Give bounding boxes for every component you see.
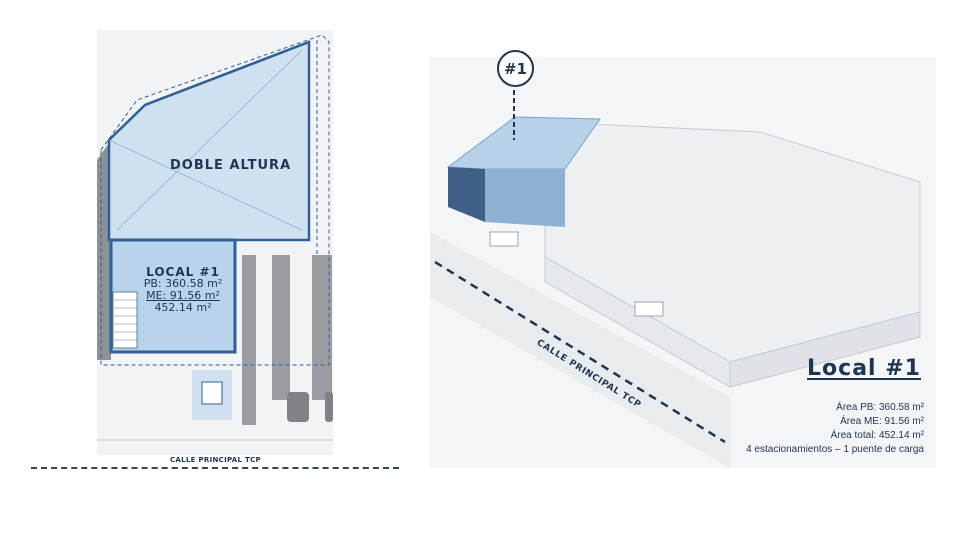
spec-area-total: Área total: 452.14 m² [830,430,924,441]
isometric-view [430,57,936,468]
floor-plan-unit-info: LOCAL #1 PB: 360.58 m² ME: 91.56 m² 452.… [120,266,246,314]
double-height-label: DOBLE ALTURA [170,158,292,173]
floor-plan-unit-title: LOCAL #1 [146,265,220,279]
floor-plan [97,30,333,455]
street-dashed-line [31,467,399,469]
unit-specs: Área PB: 360.58 m² Área ME: 91.56 m² Áre… [746,401,924,457]
unit-title: Local #1 [807,356,921,381]
floor-plan-area-pb: PB: 360.58 m² [143,277,223,290]
unit-badge: #1 [497,50,534,87]
isometric-drawing [430,57,936,468]
floor-plan-area-total: 452.14 m² [154,301,212,314]
floor-plan-street-label: CALLE PRINCIPAL TCP [170,456,261,464]
spec-parking: 4 estacionamientos – 1 puente de carga [746,444,924,455]
spec-area-pb: Área PB: 360.58 m² [836,402,924,413]
floor-plan-drawing [97,30,333,455]
spec-area-me: Área ME: 91.56 m² [840,416,924,427]
floor-plan-area-me: ME: 91.56 m² [146,289,220,302]
